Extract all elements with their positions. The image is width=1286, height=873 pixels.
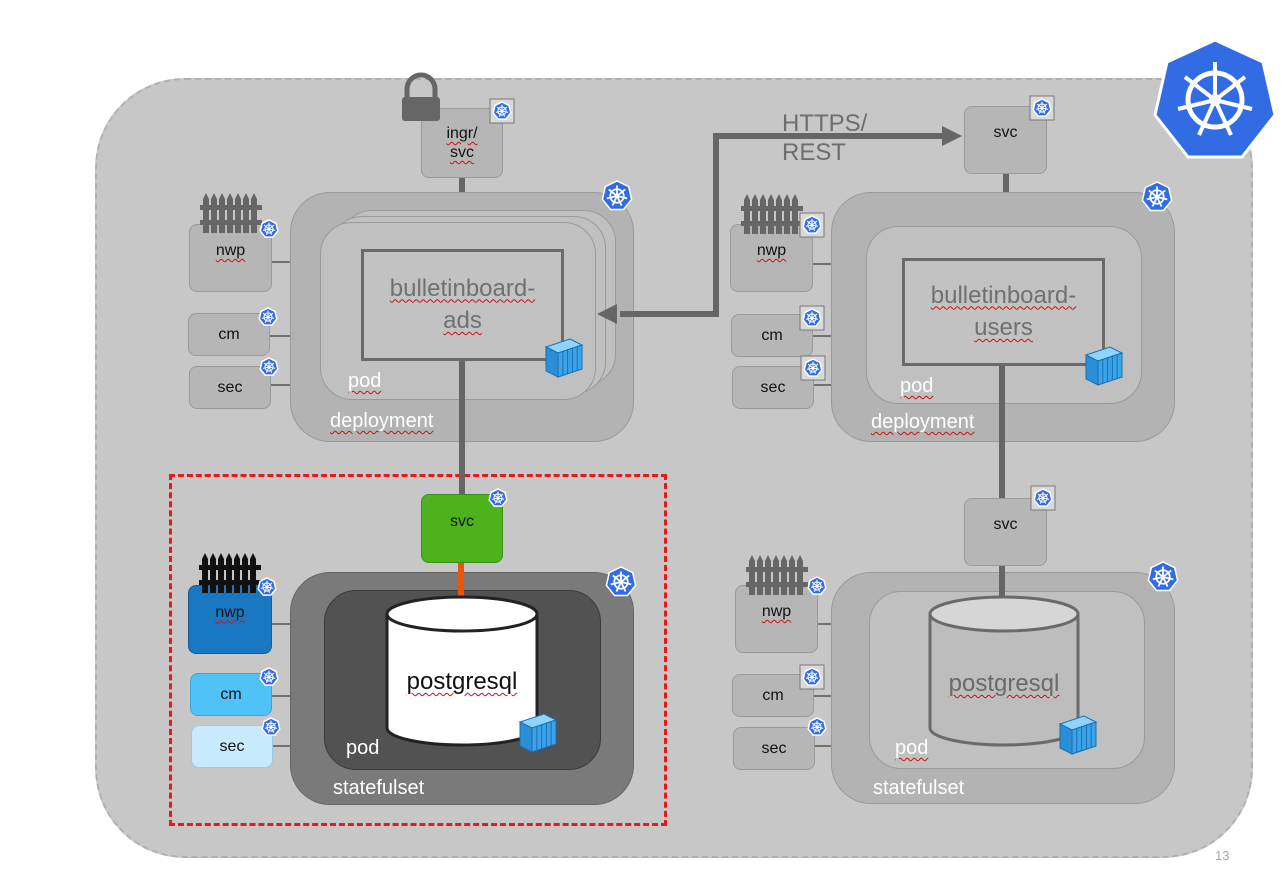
container-icon <box>1084 346 1124 386</box>
nwp-label: nwp <box>215 242 246 259</box>
helm-wheel-icon <box>807 576 827 595</box>
svc-label: svc <box>993 124 1018 141</box>
pod-label: pod <box>900 375 934 397</box>
nwp-box-users-db[interactable]: nwp <box>735 585 818 653</box>
helm-wheel-icon <box>257 577 277 596</box>
service-connectors <box>459 174 1009 598</box>
fence-icon <box>741 194 803 234</box>
cm-label: cm <box>761 326 783 344</box>
helm-wheel-icon <box>1147 561 1179 592</box>
slide-number: 13 <box>1215 848 1230 863</box>
nwp-label: nwp <box>756 242 787 259</box>
helm-wheel-icon <box>488 488 508 507</box>
ingress-label: ingr/ svc <box>446 124 478 161</box>
helm-wheel-icon <box>261 717 281 736</box>
nwp-box-users[interactable]: nwp <box>730 224 813 292</box>
app-name-ads: bulletinboard- ads <box>389 274 536 334</box>
fence-icon <box>746 555 808 595</box>
sec-label: sec <box>760 378 786 396</box>
lock-icon <box>402 72 440 121</box>
container-icon <box>518 713 558 753</box>
helm-wheel-icon <box>799 212 825 238</box>
helm-wheel-icon <box>258 307 278 326</box>
highlight-frame <box>169 474 667 826</box>
container-icon <box>1058 715 1098 755</box>
svc-label: svc <box>993 516 1018 533</box>
cm-box-ads[interactable]: cm <box>188 313 270 356</box>
container-icon <box>544 338 584 378</box>
pod-label: pod <box>346 737 380 759</box>
database-cylinder-icon <box>385 595 539 747</box>
app-bulletinboard-users[interactable]: bulletinboard- users <box>902 258 1105 366</box>
helm-wheel-icon <box>1141 181 1173 212</box>
helm-wheel-icon <box>799 664 825 690</box>
svc-label: svc <box>450 512 474 530</box>
cm-label: cm <box>220 685 242 703</box>
helm-wheel-icon <box>605 566 637 597</box>
sec-box-ads-db[interactable]: sec <box>191 725 273 768</box>
deployment-label: deployment <box>330 410 434 432</box>
helm-wheel-icon <box>489 98 515 124</box>
sec-label: sec <box>217 378 243 396</box>
https-rest-arrow <box>597 126 962 324</box>
helm-wheel-icon <box>807 717 827 736</box>
statefulset-label: statefulset <box>873 777 965 799</box>
nwp-label: nwp <box>761 603 792 620</box>
sec-label: sec <box>761 739 787 757</box>
sec-box-ads[interactable]: sec <box>189 366 271 409</box>
sec-label: sec <box>219 737 245 755</box>
nwp-label: nwp <box>215 603 245 621</box>
helm-wheel-icon <box>259 219 279 238</box>
cm-label: cm <box>218 325 240 343</box>
fence-icon <box>200 193 262 233</box>
helm-wheel-icon <box>601 180 633 211</box>
sec-box-users[interactable]: sec <box>732 366 814 409</box>
https-rest-label: HTTPS/ REST <box>782 110 868 166</box>
pod-label: pod <box>348 370 382 392</box>
cm-box-users[interactable]: cm <box>731 314 813 357</box>
deployment-label: deployment <box>871 411 975 433</box>
cm-box-ads-db[interactable]: cm <box>190 673 272 716</box>
helm-wheel-icon <box>1030 485 1056 511</box>
helm-wheel-icon <box>259 667 279 686</box>
nwp-box-ads[interactable]: nwp <box>189 224 272 292</box>
helm-wheel-icon <box>1029 95 1055 121</box>
helm-wheel-icon <box>259 357 279 376</box>
app-bulletinboard-ads[interactable]: bulletinboard- ads <box>361 249 564 361</box>
db-label-ads: postgresql <box>406 668 518 695</box>
app-name-users: bulletinboard- users <box>930 281 1077 341</box>
pod-label: pod <box>895 737 929 759</box>
svc-box-ads-db[interactable]: svc <box>421 494 503 563</box>
helm-wheel-icon <box>799 305 825 331</box>
config-connectors <box>270 261 831 747</box>
cm-label: cm <box>762 686 784 704</box>
fence-icon <box>199 553 261 593</box>
db-label-users: postgresql <box>948 670 1060 697</box>
statefulset-label: statefulset <box>333 777 425 799</box>
sec-box-users-db[interactable]: sec <box>733 727 815 770</box>
helm-wheel-icon <box>800 355 826 381</box>
